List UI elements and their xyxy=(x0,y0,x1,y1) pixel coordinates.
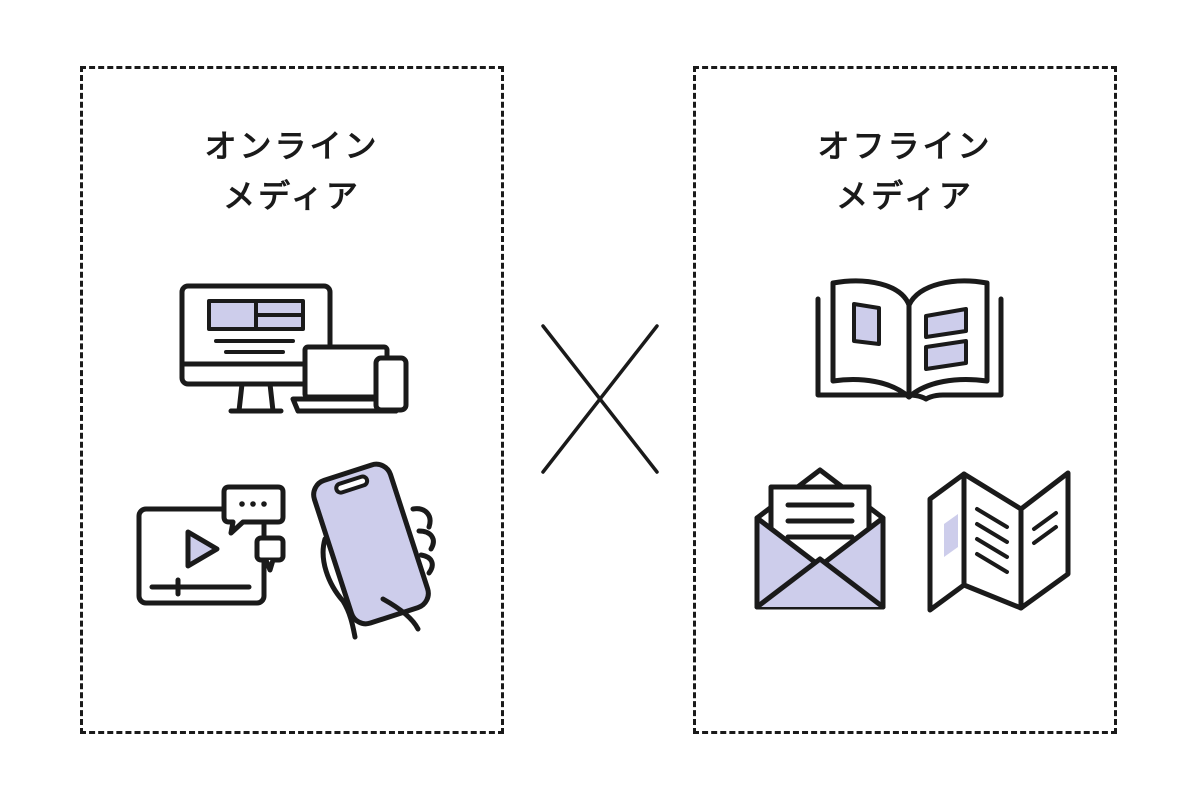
online-title-line2: メディア xyxy=(223,177,361,215)
offline-media-title: オフライン メディア xyxy=(696,121,1114,221)
online-title-line1: オンライン xyxy=(204,127,380,165)
smartphone-hand-icon xyxy=(311,461,436,640)
open-book-icon xyxy=(815,278,1004,402)
video-chat-icon xyxy=(136,484,286,606)
cross-icon xyxy=(541,324,659,474)
folded-leaflet-icon xyxy=(927,470,1071,613)
devices-icon xyxy=(179,283,409,414)
offline-title-line2: メディア xyxy=(836,177,974,215)
envelope-letter-icon xyxy=(754,467,886,610)
online-icons xyxy=(136,283,436,640)
online-media-title: オンライン メディア xyxy=(83,121,501,221)
offline-icons xyxy=(754,278,1071,613)
offline-title-line1: オフライン xyxy=(817,127,993,165)
online-media-panel: オンライン メディア xyxy=(80,66,504,734)
offline-media-panel: オフライン メディア xyxy=(693,66,1117,734)
